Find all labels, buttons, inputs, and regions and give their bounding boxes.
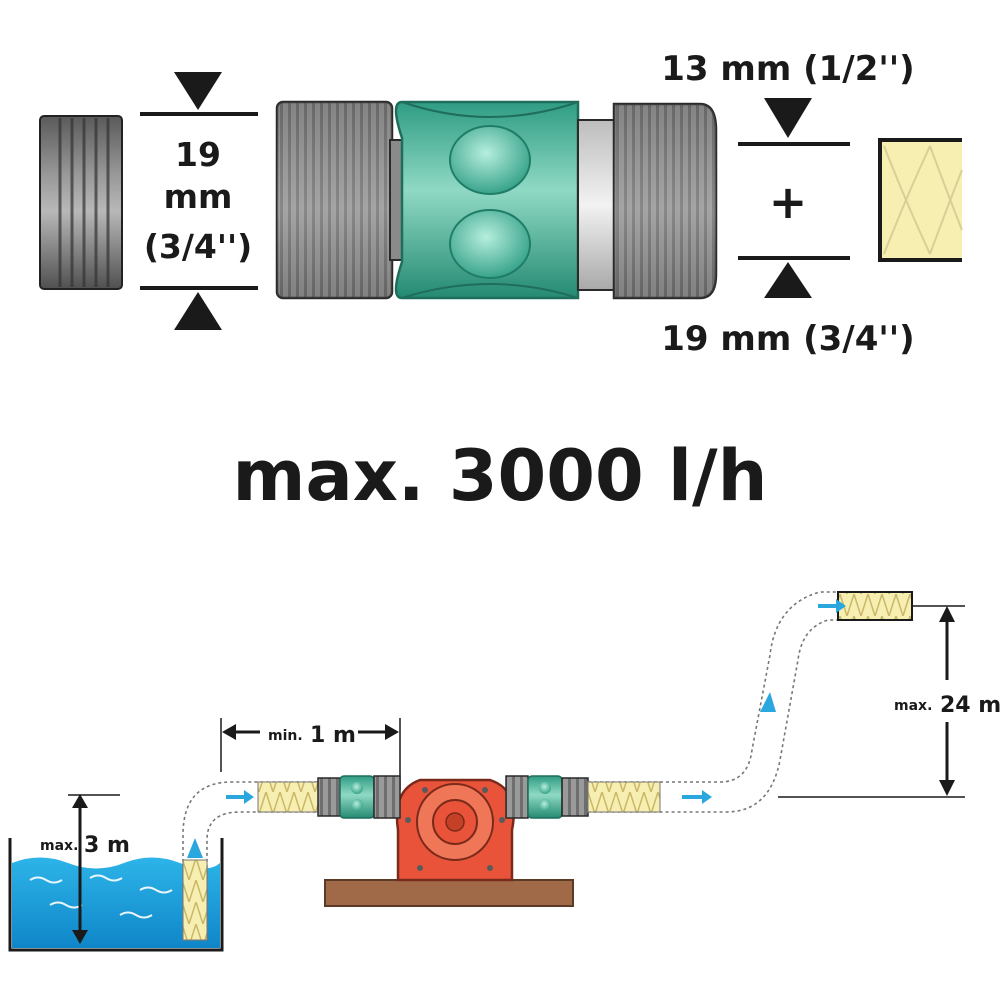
delivery-height-dimension: max. 24 m (778, 605, 1000, 798)
outlet-connector (505, 775, 589, 819)
thread-size-line1: 19 (175, 135, 221, 174)
flow-arrow-icon (244, 790, 254, 804)
min-distance-dimension: min. 1 m (220, 718, 401, 790)
hose-end-icon (878, 138, 963, 262)
thread-size-line3: (3/4'') (144, 227, 252, 266)
suction-depth-value: 3 m (84, 833, 130, 858)
hose-size-bottom-label: 19 mm (3/4'') (661, 319, 914, 359)
hose-connector (275, 100, 718, 300)
water-tank (8, 838, 224, 952)
flow-arrow-icon (836, 599, 846, 613)
min-distance-value: 1 m (310, 723, 356, 748)
thread-size-dimension: 19 mm (3/4'') (140, 72, 258, 330)
flow-arrow-icon (760, 692, 776, 712)
hose-size-top-label: 13 mm (1/2'') (661, 49, 914, 89)
delivery-height-value: 24 m (940, 693, 1000, 718)
delivery-height-prefix: max. (894, 698, 932, 714)
suction-depth-prefix: max. (40, 838, 78, 854)
arrow-down-icon (72, 930, 88, 944)
hose-size-dimension: 13 mm (1/2'') + 19 mm (3/4'') (661, 49, 914, 359)
arrow-down-icon (764, 98, 812, 138)
release-button-icon (449, 125, 531, 195)
suction-depth-dimension: max. 3 m (40, 794, 130, 944)
delivery-hose (587, 591, 913, 813)
arrow-up-icon (939, 606, 955, 622)
arrow-up-icon (174, 292, 222, 330)
tap-thread-adapter (39, 115, 123, 290)
flow-rate-headline: max. 3000 l/h (233, 435, 768, 517)
arrow-left-icon (222, 724, 236, 740)
arrow-down-icon (174, 72, 222, 110)
pump (395, 778, 515, 882)
arrow-right-icon (385, 724, 399, 740)
flow-arrow-icon (702, 790, 712, 804)
thread-size-line2: mm (164, 177, 233, 216)
mounting-board (324, 879, 574, 907)
flow-arrow-icon (187, 838, 203, 858)
suction-hose (182, 781, 319, 941)
arrow-down-icon (939, 780, 955, 796)
svg-text:max.: max. (40, 838, 78, 854)
release-button-icon (449, 209, 531, 279)
arrow-up-icon (72, 794, 88, 808)
plus-sign: + (769, 175, 808, 229)
inlet-connector (317, 775, 401, 819)
arrow-up-icon (764, 262, 812, 298)
min-distance-prefix: min. (268, 728, 303, 744)
